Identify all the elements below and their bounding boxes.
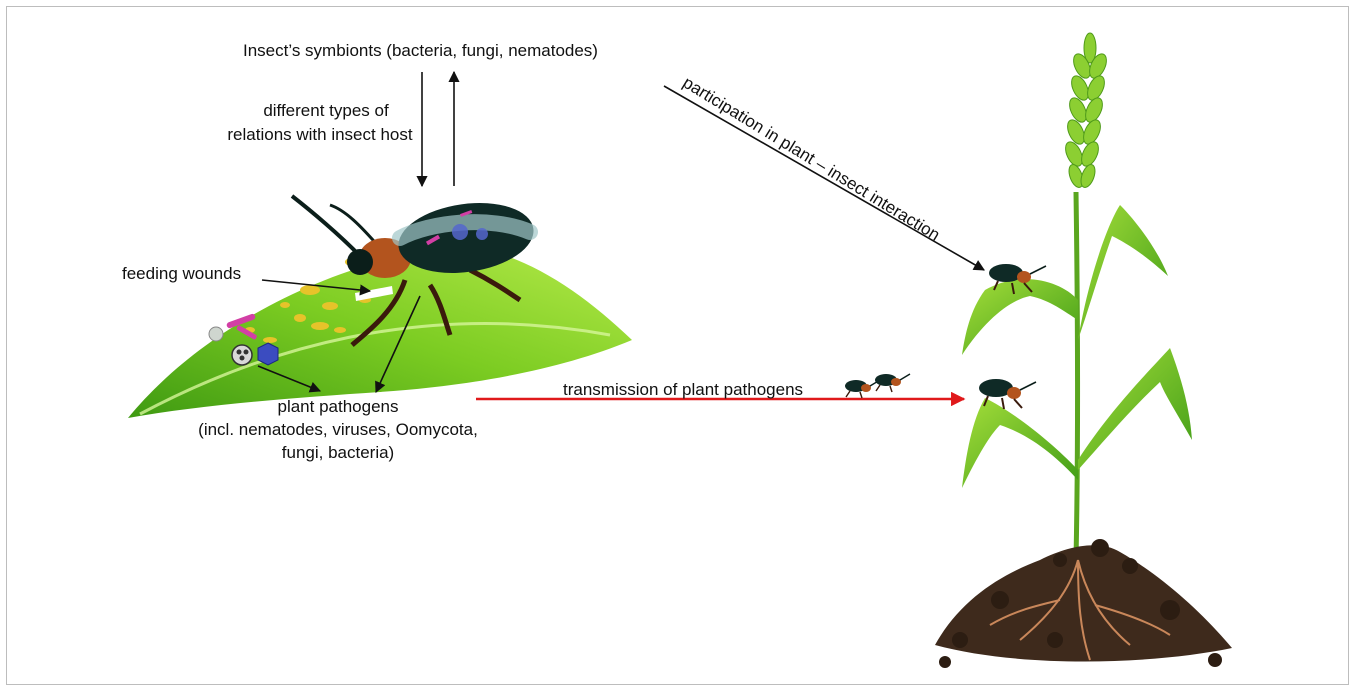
symbionts-label: Insect’s symbionts (bacteria, fungi, nem…: [243, 40, 598, 62]
beetle-icon: [845, 380, 880, 398]
soil-mound-icon: [935, 539, 1232, 668]
wheat-plant-icon: [962, 33, 1192, 560]
transmission-label: transmission of plant pathogens: [563, 379, 803, 401]
relations-label-line2: relations with insect host: [220, 124, 420, 146]
relations-label-line1: different types of: [238, 100, 414, 122]
pathogens-label-line2: (incl. nematodes, viruses, Oomycota,: [178, 419, 498, 441]
pathogens-label-line3: fungi, bacteria): [278, 442, 398, 464]
beetle-icon: [875, 374, 910, 392]
pathogens-label-line1: plant pathogens: [253, 396, 423, 418]
feeding-wounds-label: feeding wounds: [122, 263, 241, 285]
